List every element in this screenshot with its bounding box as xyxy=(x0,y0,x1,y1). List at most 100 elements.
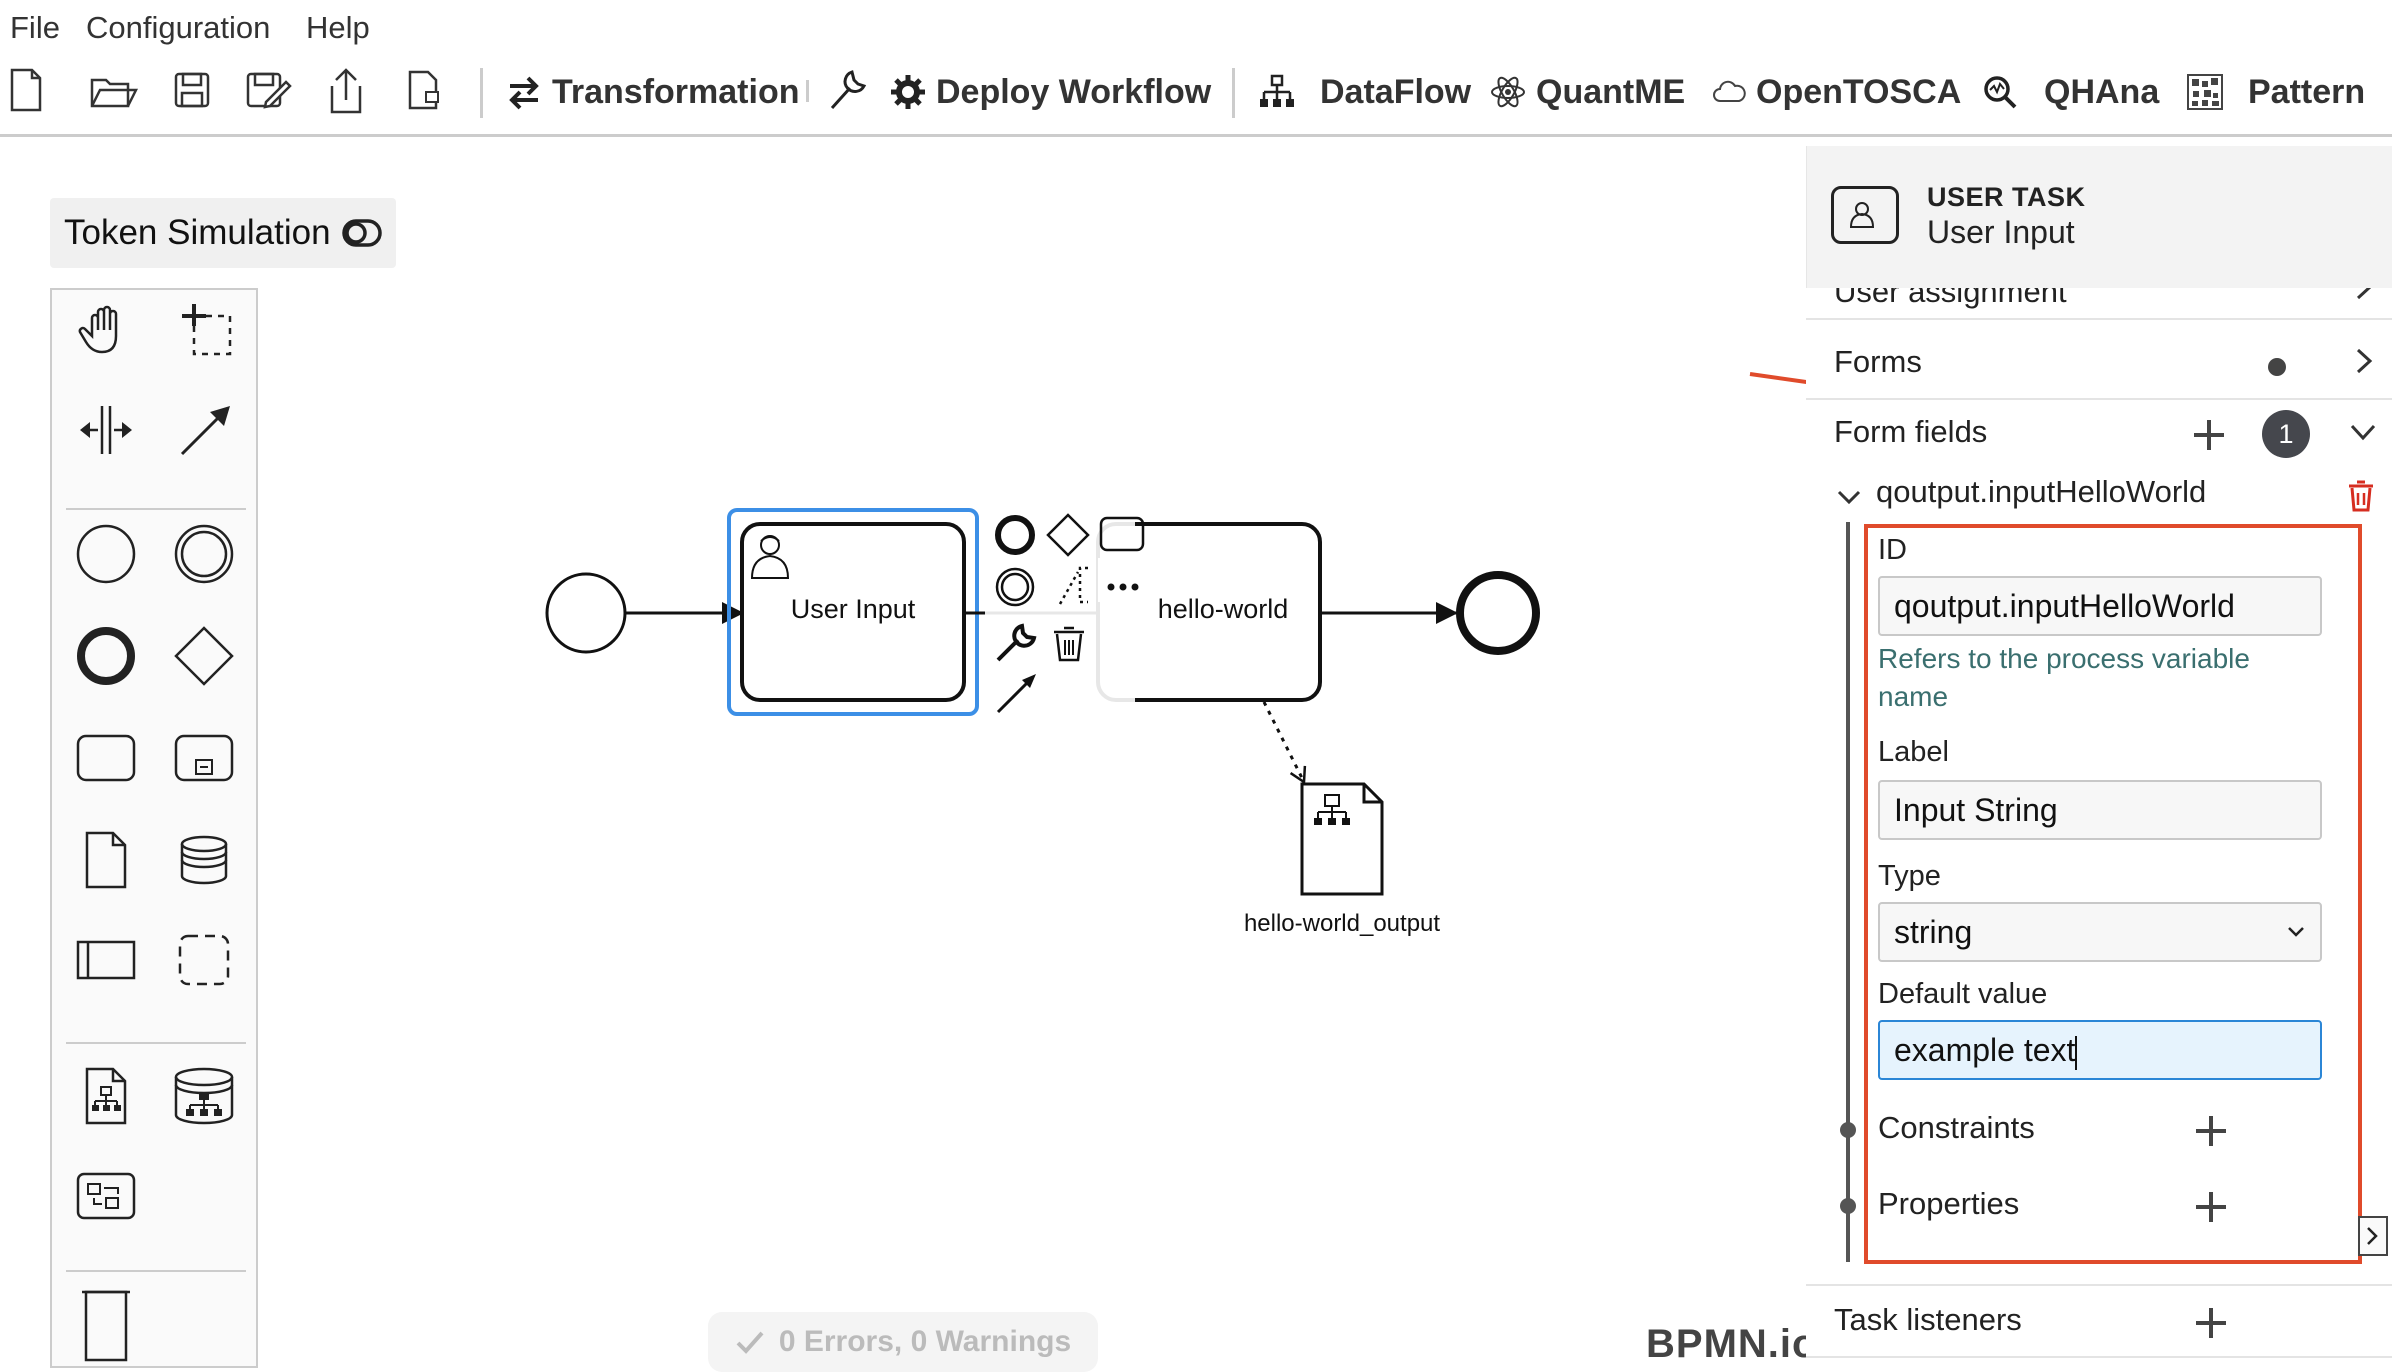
data-store-map-icon[interactable] xyxy=(164,1056,244,1136)
add-constraint-button[interactable] xyxy=(2196,1116,2226,1146)
hierarchy-icon xyxy=(1260,74,1294,107)
linting-status[interactable]: 0 Errors, 0 Warnings xyxy=(708,1312,1098,1372)
end-event-icon[interactable] xyxy=(66,616,146,696)
new-file-icon[interactable] xyxy=(6,66,54,118)
delete-form-field-icon[interactable] xyxy=(2346,478,2376,514)
space-tool-icon[interactable] xyxy=(66,390,146,470)
tree-node-dot xyxy=(1840,1198,1856,1214)
id-label: ID xyxy=(1878,534,1907,566)
label-label: Label xyxy=(1878,736,1949,768)
text-cursor xyxy=(2075,1035,2078,1070)
task-icon[interactable] xyxy=(66,718,146,798)
dataflow-button[interactable]: DataFlow xyxy=(1258,64,1471,120)
hand-tool-icon[interactable] xyxy=(66,290,146,370)
user-icon xyxy=(750,535,790,579)
append-text-annotation-icon[interactable] xyxy=(1058,566,1088,605)
default-value-label: Default value xyxy=(1878,978,2048,1010)
connect-arrow-icon[interactable] xyxy=(996,678,1032,714)
transformation-task-icon[interactable] xyxy=(66,1156,146,1236)
menu-file[interactable]: File xyxy=(10,10,60,45)
bpmn-io-watermark[interactable]: BPMN.io xyxy=(1646,1322,1818,1366)
token-simulation-toggle[interactable]: Token Simulation xyxy=(50,198,396,268)
annotation-highlight-box xyxy=(1864,524,2362,1264)
export-icon[interactable] xyxy=(324,66,372,118)
open-folder-icon[interactable] xyxy=(88,66,139,118)
save-icon[interactable] xyxy=(170,66,218,118)
append-task-icon[interactable] xyxy=(1099,516,1145,552)
add-task-listener-button[interactable] xyxy=(2196,1308,2226,1338)
id-description: Refers to the process variable name xyxy=(1878,643,2250,712)
save-as-icon[interactable] xyxy=(244,66,292,118)
pattern-label: Pattern xyxy=(2248,72,2366,111)
pattern-button[interactable]: Pattern xyxy=(2186,64,2365,120)
chevron-down-icon[interactable] xyxy=(2348,416,2378,446)
lasso-tool-icon[interactable] xyxy=(164,290,244,370)
properties-panel: User assignment USER TASK User Input For… xyxy=(1806,146,2392,1358)
deploy-workflow-label: Deploy Workflow xyxy=(936,72,1212,111)
opentosca-button[interactable]: OpenTOSCA xyxy=(1712,64,1961,120)
transformation-button[interactable]: Transformation xyxy=(506,64,799,120)
user-task-label: User Input xyxy=(790,594,916,624)
panel-header: USER TASK User Input xyxy=(1806,146,2392,288)
gateway-icon[interactable] xyxy=(164,616,244,696)
type-select[interactable]: string xyxy=(1878,902,2322,962)
intermediate-event-icon[interactable] xyxy=(164,514,244,594)
user-task-icon xyxy=(1831,186,1899,244)
menu-help[interactable]: Help xyxy=(306,10,370,45)
group-icon[interactable] xyxy=(164,920,244,1000)
toolbar-separator xyxy=(806,80,809,102)
chevron-down-icon xyxy=(2288,927,2304,937)
constraints-label[interactable]: Constraints xyxy=(1878,1110,2035,1145)
id-input[interactable]: qoutput.inputHelloWorld xyxy=(1878,576,2322,636)
append-intermediate-event-icon[interactable] xyxy=(995,567,1035,607)
default-value-input[interactable]: example text xyxy=(1878,1020,2322,1080)
end-event[interactable] xyxy=(1456,571,1540,655)
data-map-object-icon[interactable] xyxy=(66,1056,146,1136)
append-gateway-icon[interactable] xyxy=(1046,513,1090,557)
export-file-icon[interactable] xyxy=(404,66,452,118)
pool-icon[interactable] xyxy=(66,920,146,1000)
append-end-event-icon[interactable] xyxy=(995,515,1035,555)
add-form-field-button[interactable] xyxy=(2194,420,2224,450)
bpmn-canvas[interactable]: User Input hello-world hello-world_outpu… xyxy=(0,140,1800,1358)
swap-arrows-icon xyxy=(509,76,539,110)
form-field-name[interactable]: qoutput.inputHelloWorld xyxy=(1876,474,2207,509)
more-options-icon[interactable] xyxy=(1098,558,1148,602)
subprocess-icon[interactable] xyxy=(164,718,244,798)
global-connect-tool-icon[interactable] xyxy=(164,390,244,470)
chevron-right-icon xyxy=(2367,1227,2378,1245)
panel-collapse-toggle[interactable] xyxy=(2358,1216,2388,1256)
check-icon xyxy=(736,1331,764,1354)
group-form-fields[interactable]: Form fields 1 xyxy=(1806,398,2392,468)
task-listeners-label: Task listeners xyxy=(1834,1302,2022,1337)
collapse-form-field-icon[interactable] xyxy=(1834,482,1864,512)
add-property-button[interactable] xyxy=(2196,1192,2226,1222)
toolbar-separator xyxy=(1232,68,1235,118)
data-object-icon[interactable] xyxy=(66,820,146,900)
label-input[interactable]: Input String xyxy=(1878,780,2322,840)
properties-label[interactable]: Properties xyxy=(1878,1186,2020,1221)
atom-icon xyxy=(1491,76,1525,108)
menu-configuration[interactable]: Configuration xyxy=(86,10,271,45)
token-simulation-label: Token Simulation xyxy=(64,213,331,252)
quantme-button[interactable]: QuantME xyxy=(1490,64,1685,120)
deploy-workflow-button[interactable]: Deploy Workflow xyxy=(890,64,1211,120)
start-event[interactable] xyxy=(545,572,627,654)
data-store-icon[interactable] xyxy=(164,820,244,900)
change-type-wrench-icon[interactable] xyxy=(996,623,1037,662)
entry-tree-line xyxy=(1846,522,1850,1262)
data-association[interactable] xyxy=(1262,701,1307,785)
transformation-label: Transformation xyxy=(552,72,800,111)
start-event-icon[interactable] xyxy=(66,514,146,594)
qhana-label: QHAna xyxy=(2044,72,2160,111)
delete-trash-icon[interactable] xyxy=(1054,626,1084,662)
default-value-text: example text xyxy=(1894,1032,2076,1068)
group-forms[interactable]: Forms xyxy=(1806,328,2392,400)
analysis-search-icon xyxy=(1984,76,2017,109)
qhana-button[interactable]: QHAna xyxy=(1982,64,2159,120)
data-object[interactable] xyxy=(1300,782,1384,896)
wrench-icon[interactable] xyxy=(826,66,874,118)
tree-node-dot xyxy=(1840,1122,1856,1138)
element-name: User Input xyxy=(1927,214,2075,250)
group-task-listeners[interactable]: Task listeners xyxy=(1806,1284,2392,1358)
